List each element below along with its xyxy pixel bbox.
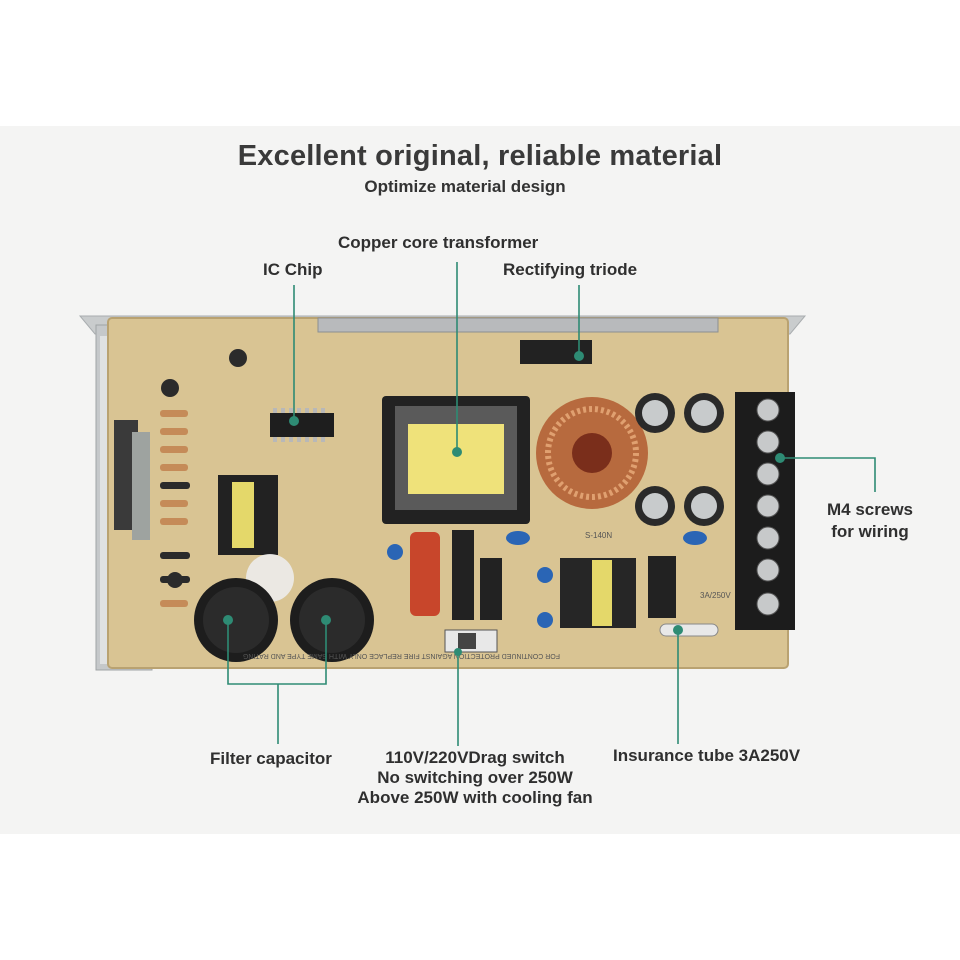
- page-title: Excellent original, reliable material: [237, 140, 723, 172]
- left-heatsink: [132, 432, 150, 540]
- mosfet-left: [452, 530, 474, 620]
- ic-chip: [270, 413, 334, 437]
- blue-capacitor-2: [537, 612, 553, 628]
- fuse-rating-marking: 3A/250V: [700, 591, 731, 600]
- label-insurance-tube: Insurance tube 3A250V: [613, 746, 801, 765]
- label-rectifying-triode: Rectifying triode: [503, 260, 638, 279]
- fuse-tube: [659, 623, 719, 637]
- label-m4-screws: M4 screws for wiring: [810, 500, 930, 542]
- label-drag-switch-line3: Above 250W with cooling fan: [357, 788, 593, 807]
- label-drag-switch-line1: 110V/220VDrag switch: [385, 748, 565, 767]
- small-capacitor-1: [161, 379, 179, 397]
- warning-text-marking: FOR CONTINUED PROTECTION AGAINST FIRE RE…: [243, 652, 560, 659]
- resistor-group-left: [160, 410, 188, 607]
- small-transformer-core: [232, 482, 254, 548]
- small-capacitor-2: [229, 349, 247, 367]
- label-drag-switch-line2: No switching over 250W: [377, 768, 573, 787]
- callout-lines: [227, 262, 876, 746]
- filter-capacitors: [194, 554, 374, 662]
- output-capacitors: [635, 393, 724, 526]
- heatsink-bar: [317, 317, 719, 333]
- label-m4-screws-line2: for wiring: [831, 522, 909, 541]
- page-subtitle: Optimize material design: [364, 177, 566, 196]
- label-copper-core-transformer: Copper core transformer: [338, 233, 539, 252]
- blue-capacitor-4: [506, 531, 530, 545]
- blue-capacitor-1: [537, 567, 553, 583]
- label-m4-screws-line1: M4 screws: [827, 500, 913, 519]
- label-ic-chip: IC Chip: [263, 260, 323, 279]
- voltage-switch-knob: [458, 633, 476, 649]
- blue-capacitor-5: [683, 531, 707, 545]
- terminal-screws: [756, 398, 780, 616]
- main-transformer-coil: [408, 424, 504, 494]
- film-capacitor: [410, 532, 440, 616]
- mosfet-right: [480, 558, 502, 620]
- label-drag-switch: 110V/220VDrag switch No switching over 2…: [330, 748, 620, 808]
- ic-chip-pins: [273, 408, 325, 442]
- blue-capacitor-3: [387, 544, 403, 560]
- small-capacitor-3: [167, 572, 183, 588]
- callout-dots: [223, 351, 785, 656]
- toroid-core-hole: [572, 433, 612, 473]
- fuse-holder-block: [648, 556, 676, 618]
- label-filter-capacitor: Filter capacitor: [210, 749, 332, 768]
- model-marking: S-140N: [585, 531, 612, 540]
